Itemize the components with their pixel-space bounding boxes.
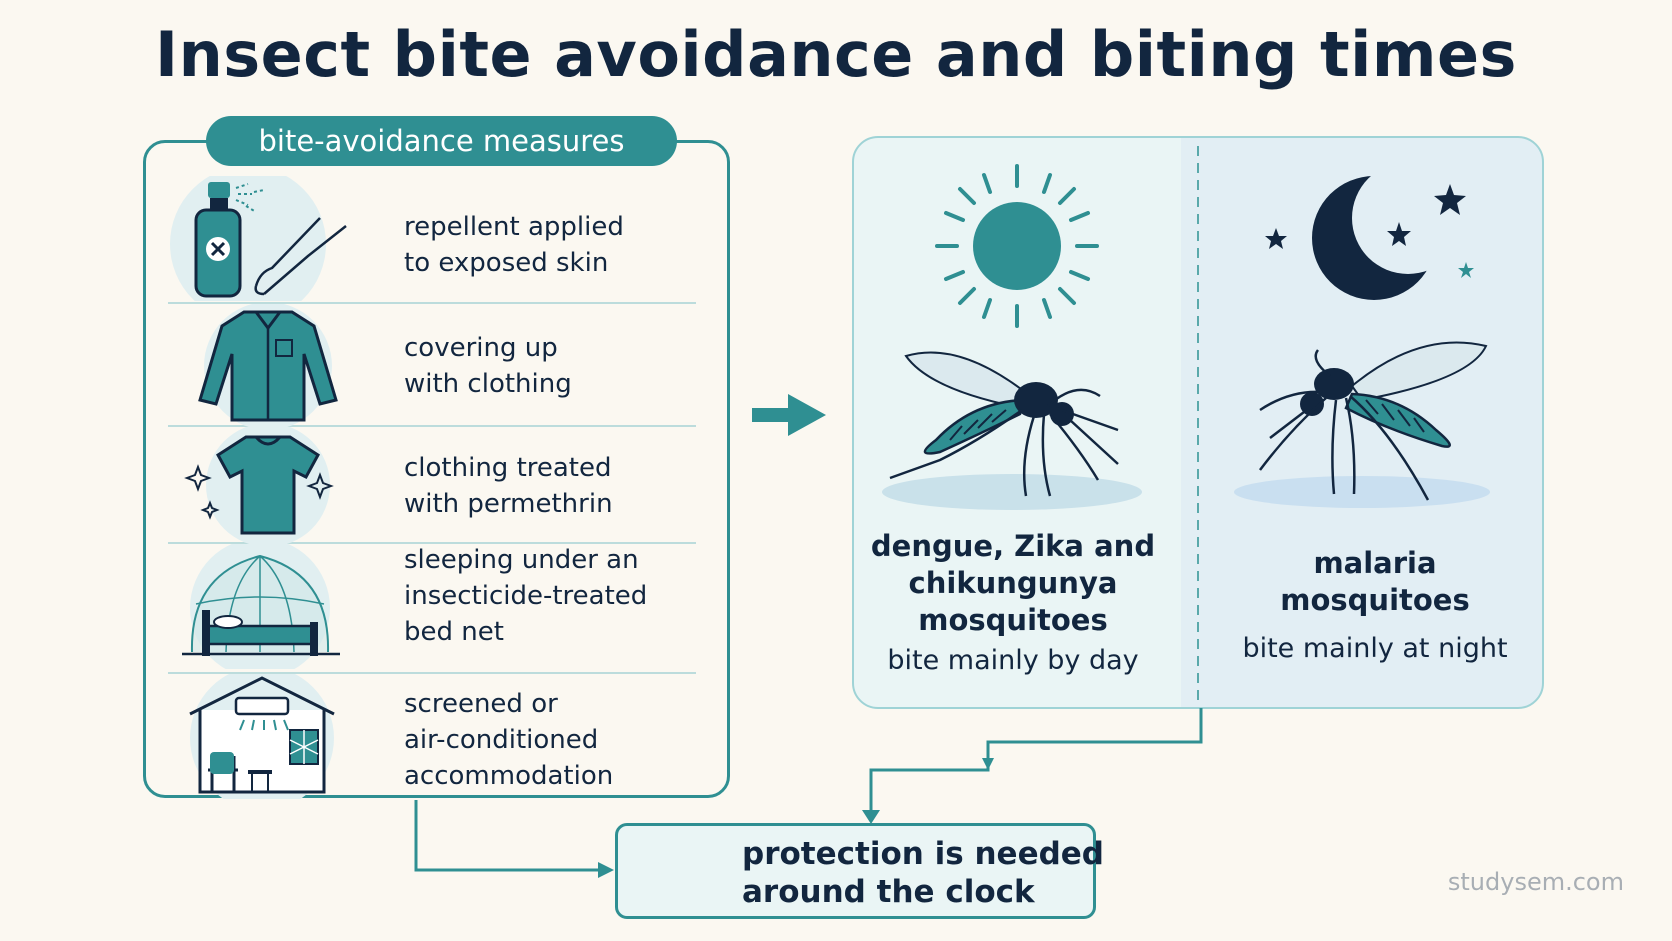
bed-net-icon [182, 544, 340, 669]
night-mosquito-illustration [1234, 341, 1490, 508]
arrow-head-icon [982, 758, 994, 770]
divider [168, 672, 696, 674]
measure-item-repellent: repellent applied to exposed skin [168, 176, 696, 302]
day-bite-time: bite mainly by day [887, 645, 1139, 676]
right-arrow-icon [752, 394, 826, 436]
measure-label: repellent applied to exposed skin [404, 212, 624, 278]
long-sleeve-shirt-icon [198, 304, 338, 429]
page-title: Insect bite avoidance and biting times [155, 18, 1517, 91]
measure-label: clothing treated with permethrin [404, 453, 613, 519]
arrow-head-icon [598, 862, 614, 878]
repellent-spray-icon [170, 176, 347, 301]
arrow-head-icon [862, 810, 880, 824]
watermark: studysem.com [1447, 868, 1624, 896]
measure-label: screened or air-conditioned accommodatio… [404, 689, 614, 791]
night-mosquito-group: malaria mosquitoes [1280, 546, 1470, 617]
air-conditioned-room-icon [189, 674, 335, 799]
sun-icon [935, 164, 1099, 328]
measure-item-bed-net: sleeping under an insecticide-treated be… [168, 544, 696, 672]
measure-item-covering-up: covering up with clothing [168, 304, 696, 429]
moon-icon [1312, 162, 1464, 300]
result-text: protection is needed around the clock [742, 836, 1104, 910]
measure-label: sleeping under an insecticide-treated be… [404, 545, 648, 647]
day-biters-text: dengue, Zika and chikungunya mosquitoes … [870, 528, 1156, 679]
panel-tab: bite-avoidance measures [206, 116, 677, 166]
divider [168, 302, 696, 304]
measure-item-permethrin: clothing treated with permethrin [168, 427, 696, 547]
measure-item-accommodation: screened or air-conditioned accommodatio… [168, 674, 696, 799]
night-biters-text: malaria mosquitoes bite mainly at night [1220, 545, 1530, 667]
star-icon [1265, 184, 1474, 278]
day-mosquito-group: dengue, Zika and chikungunya mosquitoes [870, 529, 1156, 637]
divider [168, 425, 696, 427]
flow-connector [414, 708, 1203, 872]
treated-tshirt-icon [184, 427, 334, 547]
day-mosquito-illustration [882, 351, 1142, 510]
divider [168, 542, 696, 544]
result-box [615, 823, 1096, 919]
night-bite-time: bite mainly at night [1242, 633, 1508, 664]
measure-label: covering up with clothing [404, 333, 572, 399]
